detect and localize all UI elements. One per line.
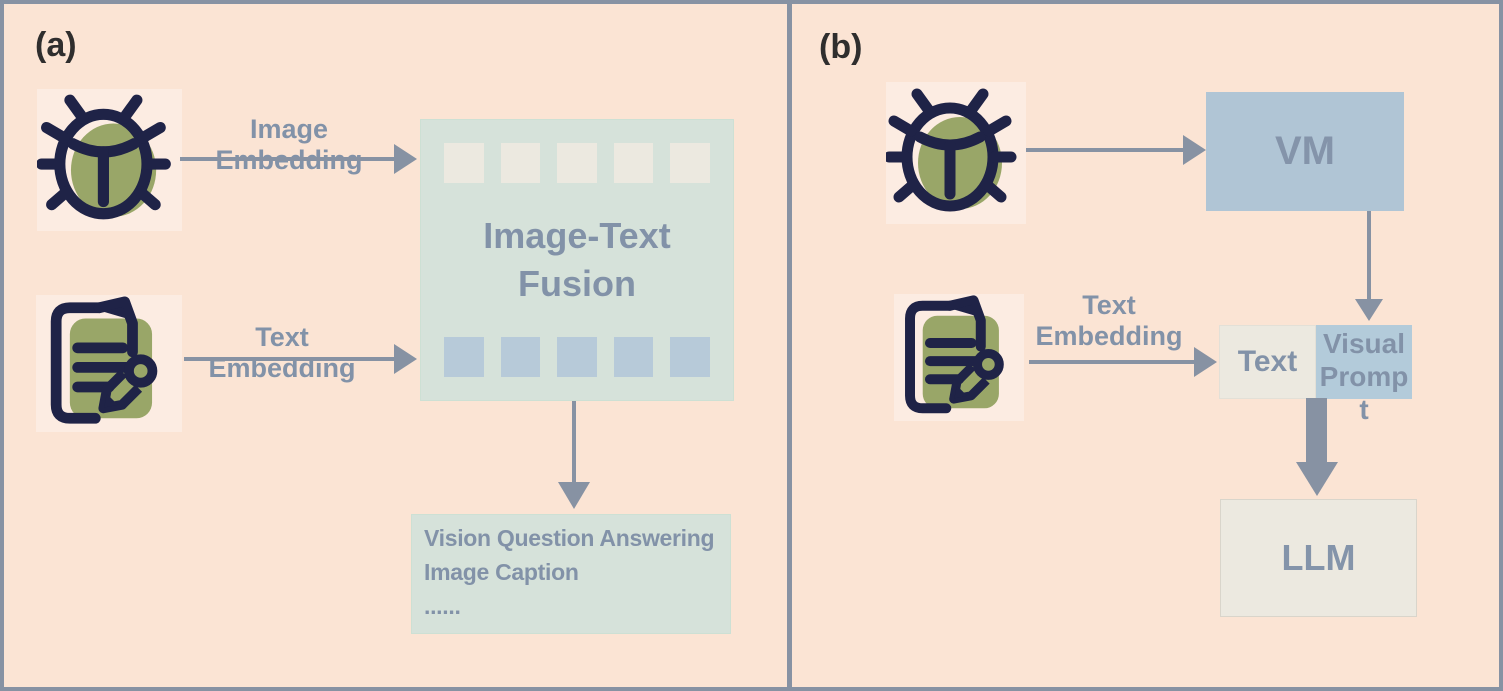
arrowhead-icon: [558, 482, 590, 509]
panel-a-label: (a): [35, 26, 77, 64]
fusion-title-line1: Image-Text: [483, 215, 671, 256]
text-embedding-line1: Text: [1082, 290, 1136, 320]
arrowhead-icon: [1355, 299, 1383, 321]
llm-box-label: LLM: [1281, 537, 1356, 578]
image-token-square: [557, 143, 597, 183]
arrowhead-icon: [394, 344, 417, 374]
vm-box: VM: [1206, 92, 1404, 211]
task-line-ellipsis: ......: [424, 593, 461, 619]
text-embedding-label: Text Embedding: [1034, 290, 1184, 352]
text-token-square: [500, 337, 541, 377]
arrowhead-icon: [1194, 347, 1217, 377]
bug-icon: [886, 82, 1026, 224]
visual-prompt-box: [1316, 325, 1412, 399]
arrowhead-icon: [1295, 462, 1338, 496]
image-token-square: [500, 143, 541, 183]
image-token-square: [670, 143, 710, 183]
visual-prompt-label: Visual Promp t: [1316, 327, 1412, 426]
image-embedding-arrow: [180, 144, 417, 174]
text-token-row: [444, 337, 710, 377]
text-token-box: Text: [1219, 325, 1316, 399]
fusion-title-line2: Fusion: [518, 263, 636, 304]
visual-prompt-line1: Visual: [1323, 328, 1405, 359]
arrowhead-icon: [1183, 135, 1206, 165]
task-line-caption: Image Caption: [424, 559, 579, 585]
llm-box: LLM: [1220, 499, 1417, 617]
text-token-square: [557, 337, 597, 377]
vm-to-prompt-arrow: [1355, 211, 1383, 321]
document-pencil-icon: [36, 295, 182, 432]
text-token-square: [444, 337, 484, 377]
visual-prompt-line2: Promp: [1319, 361, 1409, 392]
prompt-to-llm-arrow: [1295, 398, 1338, 496]
image-token-square: [613, 143, 654, 183]
panel-b-label: (b): [819, 28, 863, 66]
panel-divider: [787, 4, 792, 687]
text-token-square: [613, 337, 654, 377]
image-text-fusion-box: Image-Text Fusion: [420, 119, 734, 401]
vm-box-label: VM: [1275, 129, 1335, 173]
text-token-square: [670, 337, 710, 377]
task-line-vqa: Vision Question Answering: [424, 525, 715, 551]
visual-prompt-line3: t: [1359, 394, 1369, 425]
arrowhead-icon: [394, 144, 417, 174]
text-embedding-arrow: [1029, 347, 1217, 377]
text-embedding-label: Text Embedding: [208, 322, 356, 383]
text-box-label: Text: [1237, 345, 1298, 378]
document-pencil-icon: [894, 294, 1024, 421]
text-embedding-line2: Embedding: [1035, 321, 1183, 351]
text-embedding-arrow: [184, 344, 417, 374]
image-embedding-label: Image Embedding: [216, 114, 363, 175]
fusion-output-arrow: [558, 401, 590, 509]
task-output-box: Vision Question Answering Image Caption …: [411, 514, 731, 634]
fusion-box-title: Image-Text Fusion: [444, 212, 710, 308]
image-to-vm-arrow: [1026, 135, 1206, 165]
image-token-square: [444, 143, 484, 183]
image-token-row: [444, 143, 710, 183]
bug-icon: [37, 89, 182, 231]
